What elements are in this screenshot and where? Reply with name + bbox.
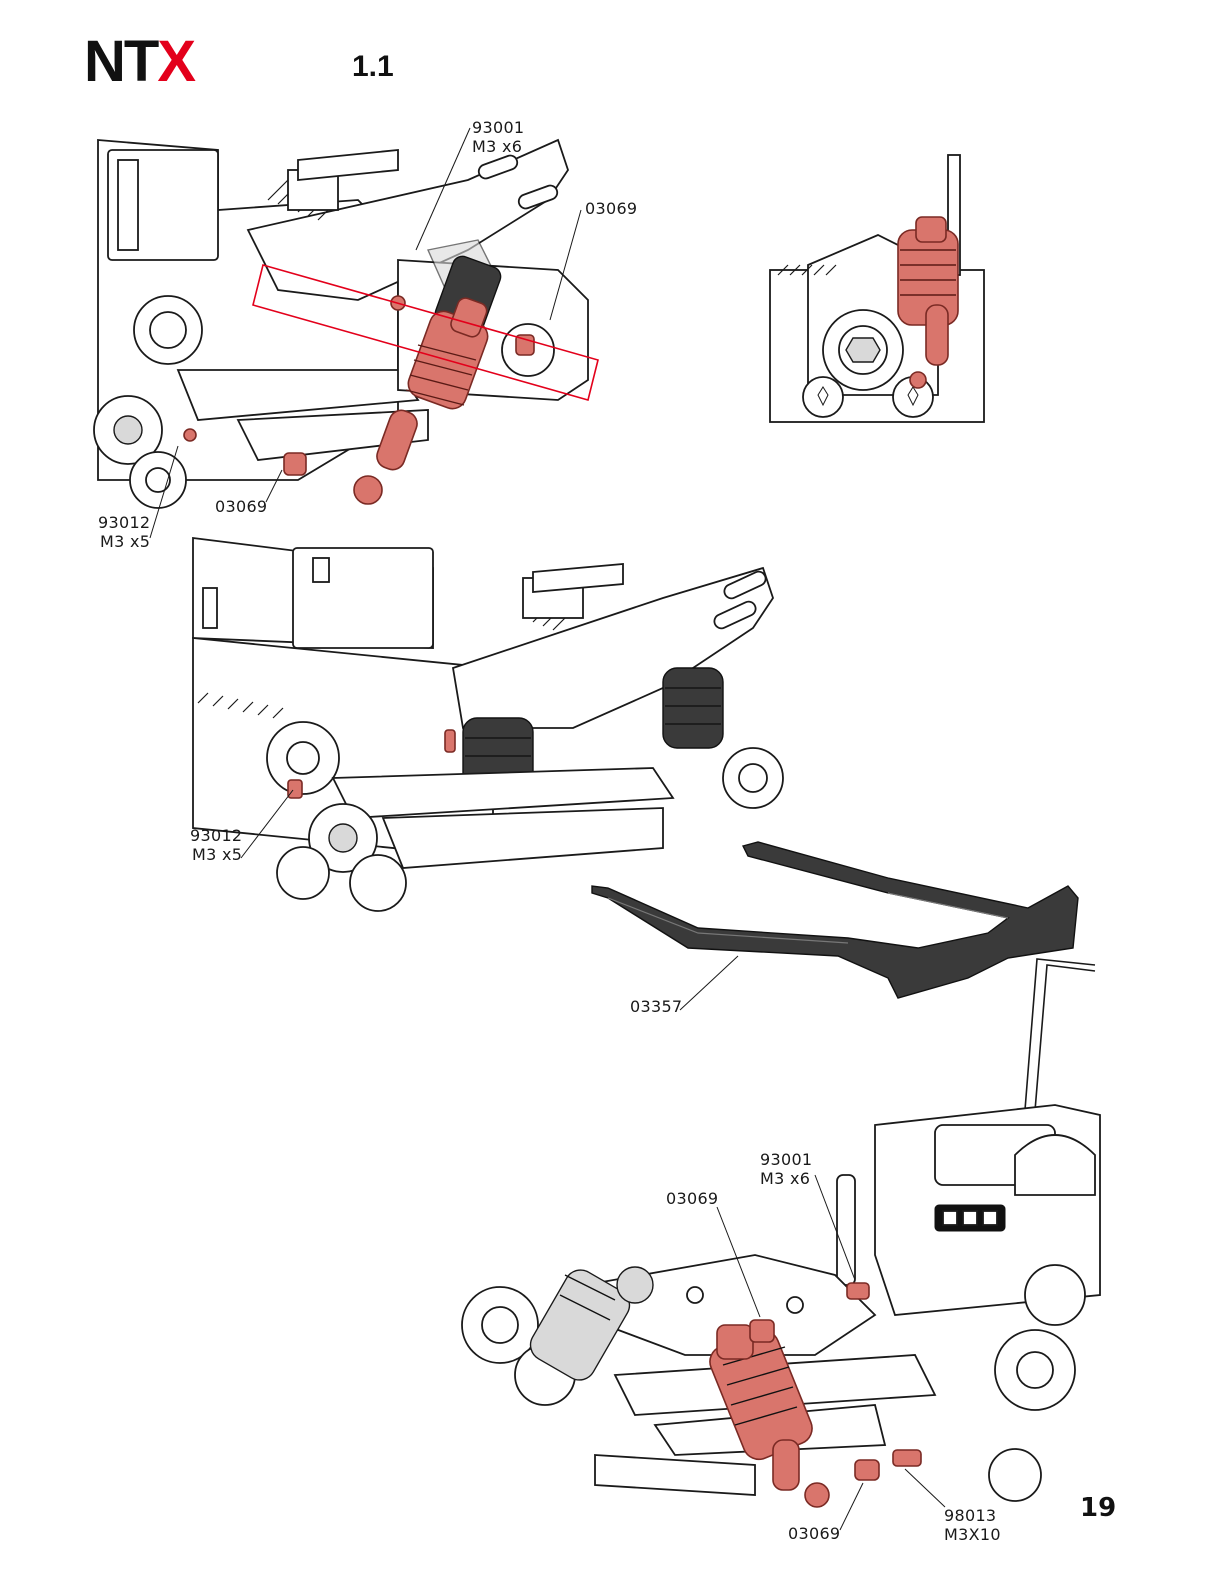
screw-93012-fig2	[288, 780, 302, 798]
ntx-logo: NTX 1.1	[84, 36, 424, 80]
ball-stud-03069-fig4-top	[750, 1320, 774, 1342]
ball-stud-03069-bottom	[284, 453, 306, 475]
logo-text: NTX	[84, 28, 194, 95]
logo-version: 1.1	[352, 50, 394, 84]
screw-highlight-fig2	[445, 730, 455, 752]
page-number: 19	[1080, 1493, 1116, 1523]
callout-03069-fig1-top: 03069	[585, 199, 637, 218]
figure-1b-shock-detail	[768, 155, 988, 425]
screw-93012-highlight	[184, 429, 196, 441]
screw-93001-fig4	[847, 1283, 869, 1299]
callout-03069-fig4-top: 03069	[666, 1189, 718, 1208]
figure-4-front-assembly-view	[455, 955, 1100, 1515]
figure-1-front-suspension	[98, 120, 618, 520]
screw-98013-fig4	[893, 1450, 921, 1466]
callout-03069-fig1-bottom: 03069	[215, 497, 267, 516]
ball-stud-03069-fig4-bottom	[855, 1460, 879, 1480]
callout-03069-fig4-bottom: 03069	[788, 1524, 840, 1543]
